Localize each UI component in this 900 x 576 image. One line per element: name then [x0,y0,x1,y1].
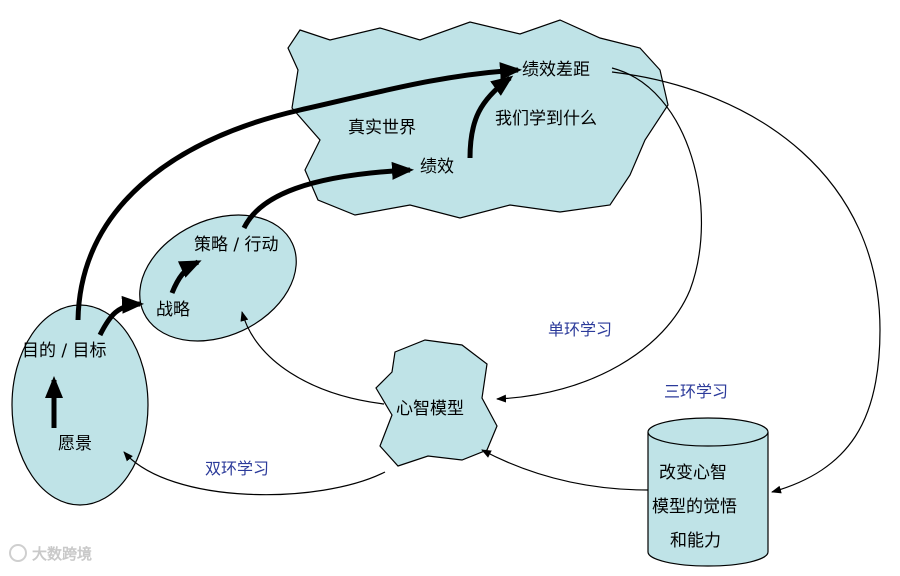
watermark-text: 大数跨境 [32,545,92,563]
vision-label: 愿景 [58,434,92,454]
tactics-to-performance-arrow [241,161,414,230]
single-loop-label: 单环学习 [548,320,612,339]
watermark-logo-icon [9,544,27,562]
purpose-to-strategy-arrow [97,295,144,337]
purpose-ellipse [11,304,149,506]
performance-to-gap-arrow [467,75,514,159]
watermark: 大数跨境 [9,544,92,563]
triple-loop-label: 三环学习 [664,382,728,401]
double-loop-label: 双环学习 [205,459,269,478]
strategy-label: 战略 [156,300,190,320]
performance-gap-label: 绩效差距 [522,60,590,80]
model-to-strategy-arrow [240,311,385,405]
single-loop-arrow [496,67,702,403]
triple-loop-arrow [611,71,881,494]
purpose-to-gap-arrow [75,62,522,321]
awareness-line2: 模型的觉悟 [652,497,737,517]
double-loop-arrow [123,451,386,496]
performance-label: 绩效 [420,157,454,177]
purpose-goal-label: 目的 / 目标 [22,341,107,361]
cylinder-to-model-arrow [481,449,649,491]
mental-model-shape [375,339,498,467]
tactics-action-label: 策略 / 行动 [194,235,279,255]
awareness-line3: 和能力 [670,531,721,551]
what-we-learn-label: 我们学到什么 [495,109,597,129]
strategy-to-tactics-arrow [169,259,202,294]
strategy-ellipse [139,214,297,342]
real-world-label: 真实世界 [348,118,416,138]
mental-model-label: 心智模型 [396,399,464,419]
awareness-line1: 改变心智 [659,463,727,483]
awareness-cylinder [647,417,769,567]
